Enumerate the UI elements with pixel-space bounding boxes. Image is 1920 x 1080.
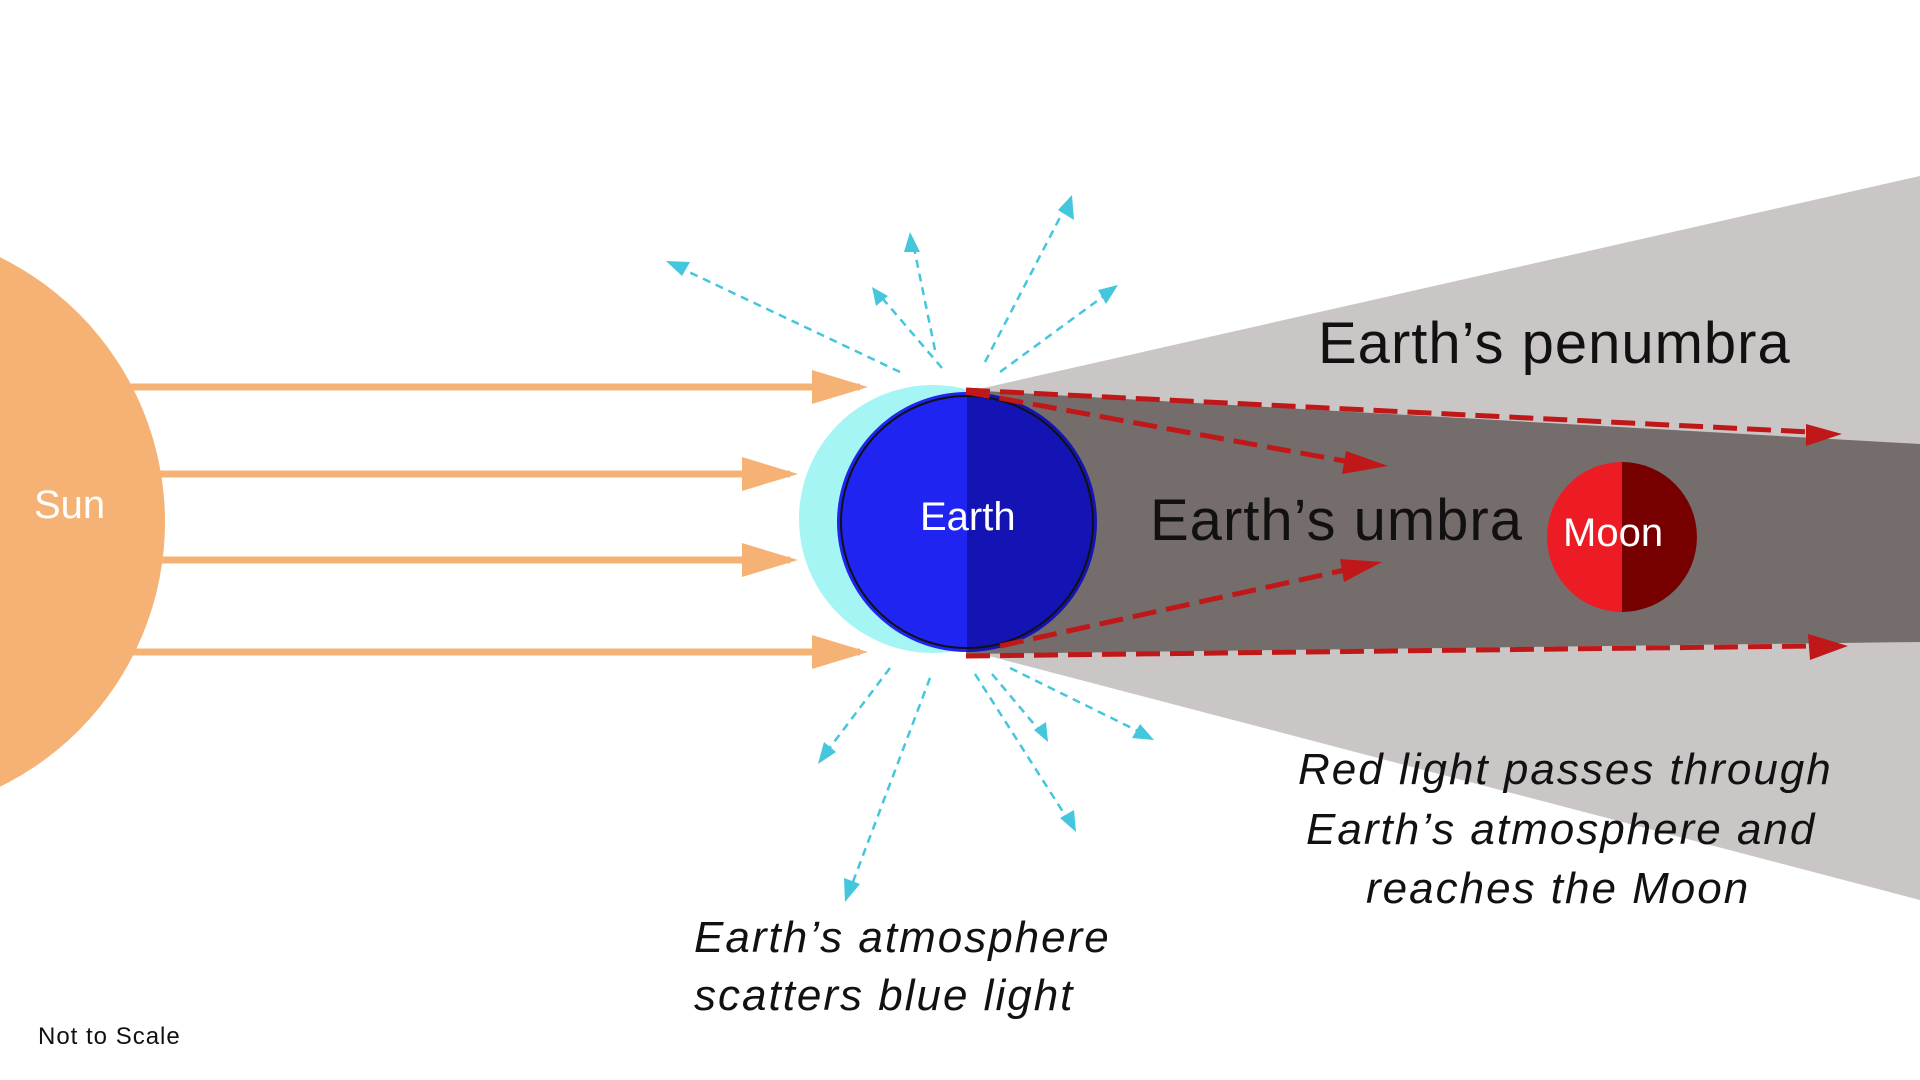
red-light-ray — [965, 387, 1811, 435]
sun-rays — [128, 370, 868, 669]
scattered-blue-arrowhead — [1058, 195, 1074, 220]
earth-day-side — [837, 392, 967, 652]
scattered-blue-arrowhead — [1132, 724, 1154, 740]
red-light-ray — [965, 389, 1351, 465]
earth-night-side — [967, 392, 1097, 652]
scattered-blue-ray — [973, 673, 1074, 827]
red-light-arrowhead — [1340, 559, 1382, 582]
red-light-arrowhead — [1342, 451, 1388, 474]
scattered-blue-ray — [876, 291, 943, 369]
red-light-ray — [965, 643, 1816, 659]
scattered-blue-ray — [671, 262, 901, 374]
red-light-caption-line-2: Earth’s atmosphere and — [1306, 805, 1816, 854]
scale-note: Not to Scale — [38, 1023, 181, 1050]
red-light-caption-line-3: reaches the Moon — [1366, 864, 1750, 913]
scattered-blue-ray — [910, 237, 937, 351]
sun — [0, 257, 165, 787]
sun-ray-arrowhead — [812, 370, 868, 404]
scattered-blue-arrowheads — [666, 195, 1154, 902]
scattered-blue-arrowhead — [872, 287, 888, 306]
earth-label: Earth — [920, 495, 1016, 539]
moon-label: Moon — [1563, 511, 1663, 555]
red-light-ray — [999, 567, 1346, 649]
sun-ray-arrowhead — [812, 635, 868, 669]
red-light-arrowheads — [1340, 424, 1848, 660]
red-light-caption-line-1: Red light passes through — [1298, 745, 1833, 794]
scattered-blue-arrowhead — [844, 878, 860, 902]
sun-ray-arrowhead — [742, 457, 798, 491]
scatter-caption-line-1: Earth’s atmosphere — [694, 913, 1111, 962]
scattered-blue-ray — [983, 201, 1070, 363]
umbra-region — [966, 390, 1920, 654]
moon — [1547, 462, 1697, 612]
scattered-blue-arrowhead — [1098, 285, 1118, 304]
umbra-label: Earth’s umbra — [1150, 488, 1523, 553]
red-light-arrowhead — [1806, 424, 1842, 446]
scattered-blue-arrowhead — [1034, 722, 1048, 742]
scattered-blue-ray — [846, 677, 932, 896]
scatter-caption-line-2: scatters blue light — [694, 971, 1074, 1020]
moon-dark-side — [1622, 462, 1697, 612]
scattered-blue-arrowhead — [818, 742, 836, 764]
moon-lit-side — [1547, 462, 1622, 612]
scattered-blue-arrowhead — [1060, 810, 1076, 832]
sun-ray-arrowhead — [742, 543, 798, 577]
earth — [837, 392, 1097, 652]
red-light-arrows — [965, 387, 1816, 659]
scattered-blue-arrowhead — [666, 261, 690, 276]
scattered-blue-ray — [999, 288, 1113, 374]
scattered-blue-arrowhead — [904, 232, 920, 252]
scattered-blue-light — [671, 201, 1149, 896]
red-light-arrowhead — [1808, 634, 1848, 660]
earth-outline — [840, 395, 1094, 649]
scattered-blue-ray — [991, 673, 1045, 737]
scattered-blue-ray — [821, 667, 891, 759]
scattered-blue-ray — [1009, 666, 1149, 738]
penumbra-label: Earth’s penumbra — [1318, 311, 1791, 376]
sun-label: Sun — [34, 483, 105, 527]
